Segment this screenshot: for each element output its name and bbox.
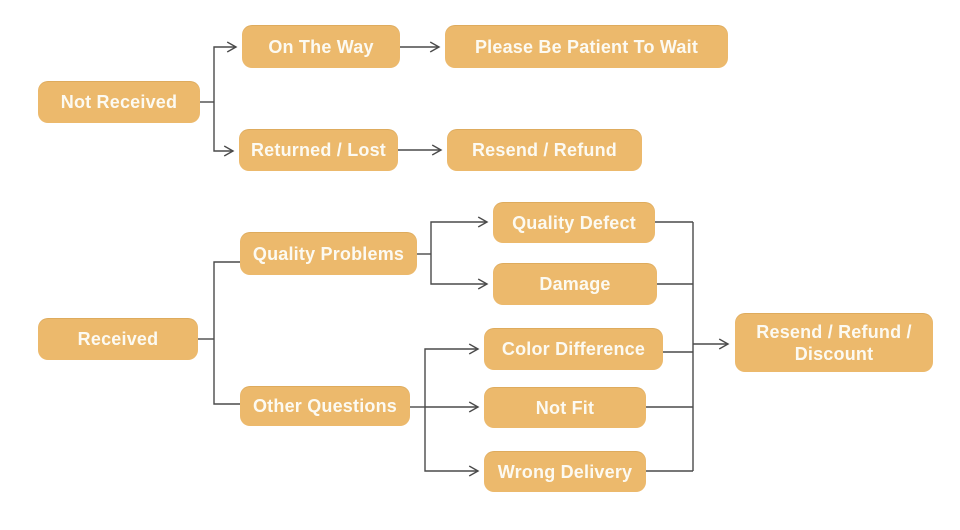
node-label: Please Be Patient To Wait <box>474 36 699 57</box>
connector-received-to-other-questions <box>213 339 240 405</box>
node-on-the-way: On The Way <box>242 25 400 68</box>
node-received: Received <box>38 318 198 360</box>
connector-received-to-quality-problems <box>213 261 240 339</box>
node-label: Not Received <box>60 92 178 112</box>
node-please-be-patient: Please Be Patient To Wait <box>445 25 728 68</box>
connector-other-questions-to-wrong-delivery <box>424 407 478 471</box>
node-returned-lost: Returned / Lost <box>239 129 398 171</box>
node-other-questions: Other Questions <box>240 386 410 426</box>
connector-quality-problems-to-quality-defect <box>430 222 487 254</box>
node-label: Quality Defect <box>512 212 636 233</box>
node-damage: Damage <box>493 263 657 305</box>
node-resend-refund: Resend / Refund <box>447 129 642 171</box>
node-quality-defect: Quality Defect <box>493 202 655 243</box>
node-label: Returned / Lost <box>250 140 386 160</box>
node-label: On The Way <box>268 36 374 57</box>
node-resend-refund-discount: Resend / Refund / Discount <box>735 313 933 372</box>
node-color-difference: Color Difference <box>484 328 663 370</box>
node-wrong-delivery: Wrong Delivery <box>484 451 646 492</box>
node-label: Quality Problems <box>252 243 405 264</box>
node-quality-problems: Quality Problems <box>240 232 417 275</box>
connector-quality-problems-to-damage <box>430 254 487 284</box>
node-label: Resend / Refund <box>471 140 617 160</box>
node-not-fit: Not Fit <box>484 387 646 428</box>
node-label: Resend / Refund / Discount <box>756 321 912 364</box>
node-label: Not Fit <box>535 397 595 418</box>
node-not-received: Not Received <box>38 81 200 123</box>
node-label: Color Difference <box>501 339 646 359</box>
connector-not-received-to-returned-lost <box>213 102 233 151</box>
connector-not-received-to-on-the-way <box>213 47 236 102</box>
connector-other-questions-to-color-difference <box>424 349 478 407</box>
node-label: Received <box>77 329 159 349</box>
node-label: Damage <box>539 274 611 294</box>
node-label: Other Questions <box>252 396 398 416</box>
node-label: Wrong Delivery <box>497 461 633 482</box>
